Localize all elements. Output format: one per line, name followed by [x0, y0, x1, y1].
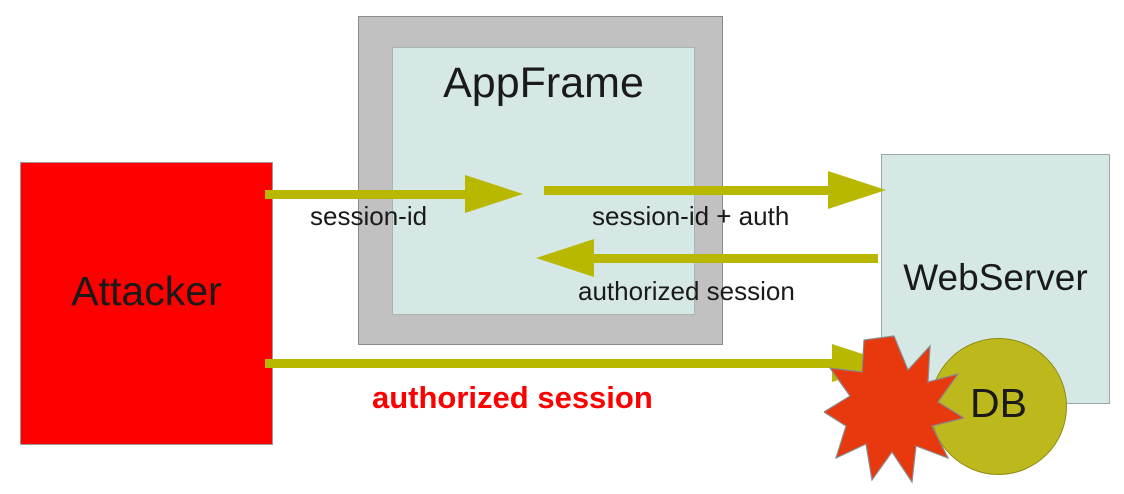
- node-appframe-panel[interactable]: AppFrame: [392, 47, 695, 315]
- node-appframe-label: AppFrame: [443, 59, 644, 107]
- arrow-authorized-session-direct: [265, 344, 890, 382]
- node-attacker-label: Attacker: [71, 268, 222, 314]
- node-db[interactable]: DB: [930, 338, 1067, 475]
- edge-label-session-id-auth: session-id + auth: [592, 201, 790, 231]
- node-db-label: DB: [970, 380, 1027, 426]
- edge-label-authorized-session-return: authorized session: [578, 276, 795, 306]
- node-attacker[interactable]: Attacker: [20, 162, 273, 445]
- edge-label-session-id: session-id: [310, 201, 428, 231]
- edge-label-authorized-session-direct: authorized session: [372, 380, 653, 415]
- impact-burst-icon: [824, 335, 964, 484]
- node-webserver-label: WebServer: [903, 257, 1088, 298]
